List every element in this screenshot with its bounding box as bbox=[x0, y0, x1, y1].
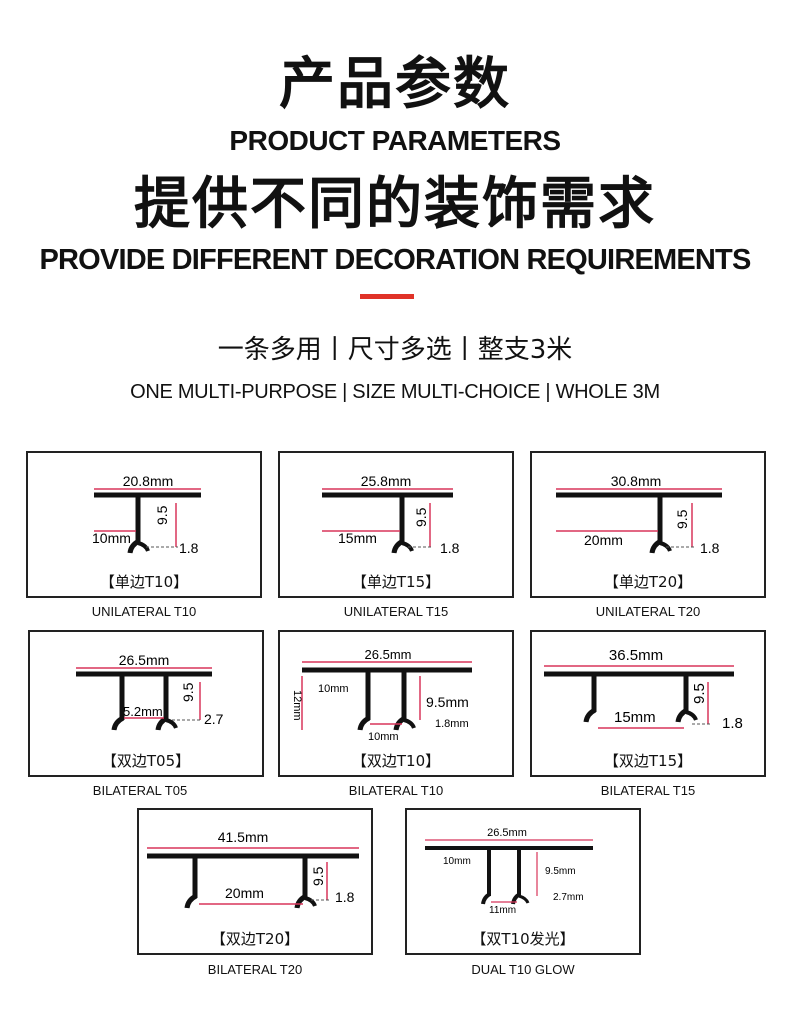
dim-width: 26.5mm bbox=[119, 652, 170, 668]
dim-height: 9.5 bbox=[310, 866, 326, 886]
product-tag: 【双边T10】 bbox=[351, 752, 441, 770]
profile-diagram: 30.8mm 20mm 9.5 1.8 bbox=[556, 473, 722, 556]
accent-divider bbox=[360, 294, 414, 299]
dim-width: 26.5mm bbox=[365, 647, 412, 662]
product-tag: 【单边T15】 bbox=[351, 573, 441, 591]
subtitle-cn: 提供不同的装饰需求 bbox=[134, 172, 656, 237]
dim-width: 41.5mm bbox=[218, 829, 269, 845]
page-title-cn: 产品参数 bbox=[279, 52, 511, 117]
product-card-bilateral-t05: 26.5mm 5.2mm 9.5 2.7 【双边T05】 bbox=[28, 630, 264, 777]
dim-thick: 1.8 bbox=[179, 540, 199, 556]
dim-height: 9.5 bbox=[154, 505, 170, 525]
product-tag: 【双T10发光】 bbox=[471, 930, 575, 948]
profile-diagram: 26.5mm 10mm 12mm 9.5mm 10mm 1.8mm bbox=[291, 647, 472, 743]
dim-thick: 1.8 bbox=[335, 889, 355, 905]
dim-side: 10mm bbox=[443, 856, 471, 867]
dim-width: 30.8mm bbox=[611, 473, 662, 489]
product-tag: 【双边T20】 bbox=[210, 930, 300, 948]
product-card-bilateral-t15: 36.5mm 15mm 9.5 1.8 【双边T15】 bbox=[530, 630, 766, 777]
dim-total-height: 12mm bbox=[291, 690, 303, 721]
profile-diagram: 36.5mm 15mm 9.5 1.8 bbox=[544, 647, 743, 732]
features-cn: 一条多用丨尺寸多选丨整支3米 bbox=[217, 335, 573, 365]
dim-gap: 11mm bbox=[489, 905, 516, 916]
dim-height: 9.5 bbox=[413, 507, 429, 527]
dim-side: 10mm bbox=[318, 683, 349, 695]
profile-diagram: 20.8mm 10mm 9.5 1.8 bbox=[92, 473, 201, 556]
dim-leg: 10mm bbox=[92, 530, 131, 546]
dim-thick: 1.8 bbox=[722, 715, 743, 732]
dim-leg: 20mm bbox=[584, 532, 623, 548]
product-caption: UNILATERAL T15 bbox=[343, 604, 449, 619]
product-card-unilateral-t15: 25.8mm 15mm 9.5 1.8 【单边T15】 bbox=[278, 451, 514, 598]
dim-height: 9.5mm bbox=[426, 694, 469, 710]
product-caption: BILATERAL T10 bbox=[348, 783, 444, 798]
dim-thick: 1.8 bbox=[440, 540, 460, 556]
dim-width: 20.8mm bbox=[123, 473, 174, 489]
dim-height: 9.5mm bbox=[545, 866, 576, 877]
product-caption: BILATERAL T15 bbox=[600, 783, 696, 798]
profile-diagram: 26.5mm 5.2mm 9.5 2.7 bbox=[76, 652, 224, 731]
profile-diagram: 26.5mm 10mm 9.5mm 11mm 2.7mm bbox=[425, 827, 593, 916]
dim-thick: 1.8 bbox=[700, 540, 720, 556]
dim-leg: 15mm bbox=[338, 530, 377, 546]
profile-diagram: 41.5mm 20mm 9.5 1.8 bbox=[147, 829, 359, 909]
dim-gap: 5.2mm bbox=[123, 704, 163, 719]
product-tag: 【单边T10】 bbox=[99, 573, 189, 591]
features-en: ONE MULTI-PURPOSE | SIZE MULTI-CHOICE | … bbox=[130, 381, 660, 403]
product-card-unilateral-t10: 20.8mm 10mm 9.5 1.8 【单边T10】 bbox=[26, 451, 262, 598]
product-tag: 【双边T05】 bbox=[101, 752, 191, 770]
product-caption: UNILATERAL T20 bbox=[595, 604, 701, 619]
product-tag: 【单边T20】 bbox=[603, 573, 693, 591]
dim-height: 9.5 bbox=[691, 683, 708, 704]
dim-width: 26.5mm bbox=[487, 827, 527, 839]
product-card-dual-t10-glow: 26.5mm 10mm 9.5mm 11mm 2.7mm 【双T10发光】 bbox=[405, 808, 641, 955]
dim-height: 9.5 bbox=[180, 682, 196, 702]
page-title-en: PRODUCT PARAMETERS bbox=[229, 125, 561, 156]
product-caption: DUAL T10 GLOW bbox=[471, 962, 575, 977]
dim-width: 25.8mm bbox=[361, 473, 412, 489]
dim-thick: 1.8mm bbox=[435, 718, 469, 730]
dim-gap: 15mm bbox=[614, 709, 656, 726]
profile-diagram: 25.8mm 15mm 9.5 1.8 bbox=[322, 473, 460, 556]
product-caption: BILATERAL T20 bbox=[207, 962, 303, 977]
product-card-bilateral-t10: 26.5mm 10mm 12mm 9.5mm 10mm 1.8mm 【双边T10… bbox=[278, 630, 514, 777]
dim-height: 9.5 bbox=[674, 509, 690, 529]
subtitle-en: PROVIDE DIFFERENT DECORATION REQUIREMENT… bbox=[39, 244, 751, 276]
dim-thick: 2.7 bbox=[204, 711, 224, 727]
dim-gap: 20mm bbox=[225, 885, 264, 901]
dim-thick: 2.7mm bbox=[553, 892, 584, 903]
dim-gap: 10mm bbox=[368, 731, 399, 743]
dim-width: 36.5mm bbox=[609, 647, 663, 664]
product-caption: UNILATERAL T10 bbox=[91, 604, 197, 619]
product-card-bilateral-t20: 41.5mm 20mm 9.5 1.8 【双边T20】 bbox=[137, 808, 373, 955]
product-card-unilateral-t20: 30.8mm 20mm 9.5 1.8 【单边T20】 bbox=[530, 451, 766, 598]
product-caption: BILATERAL T05 bbox=[92, 783, 188, 798]
product-tag: 【双边T15】 bbox=[603, 752, 693, 770]
